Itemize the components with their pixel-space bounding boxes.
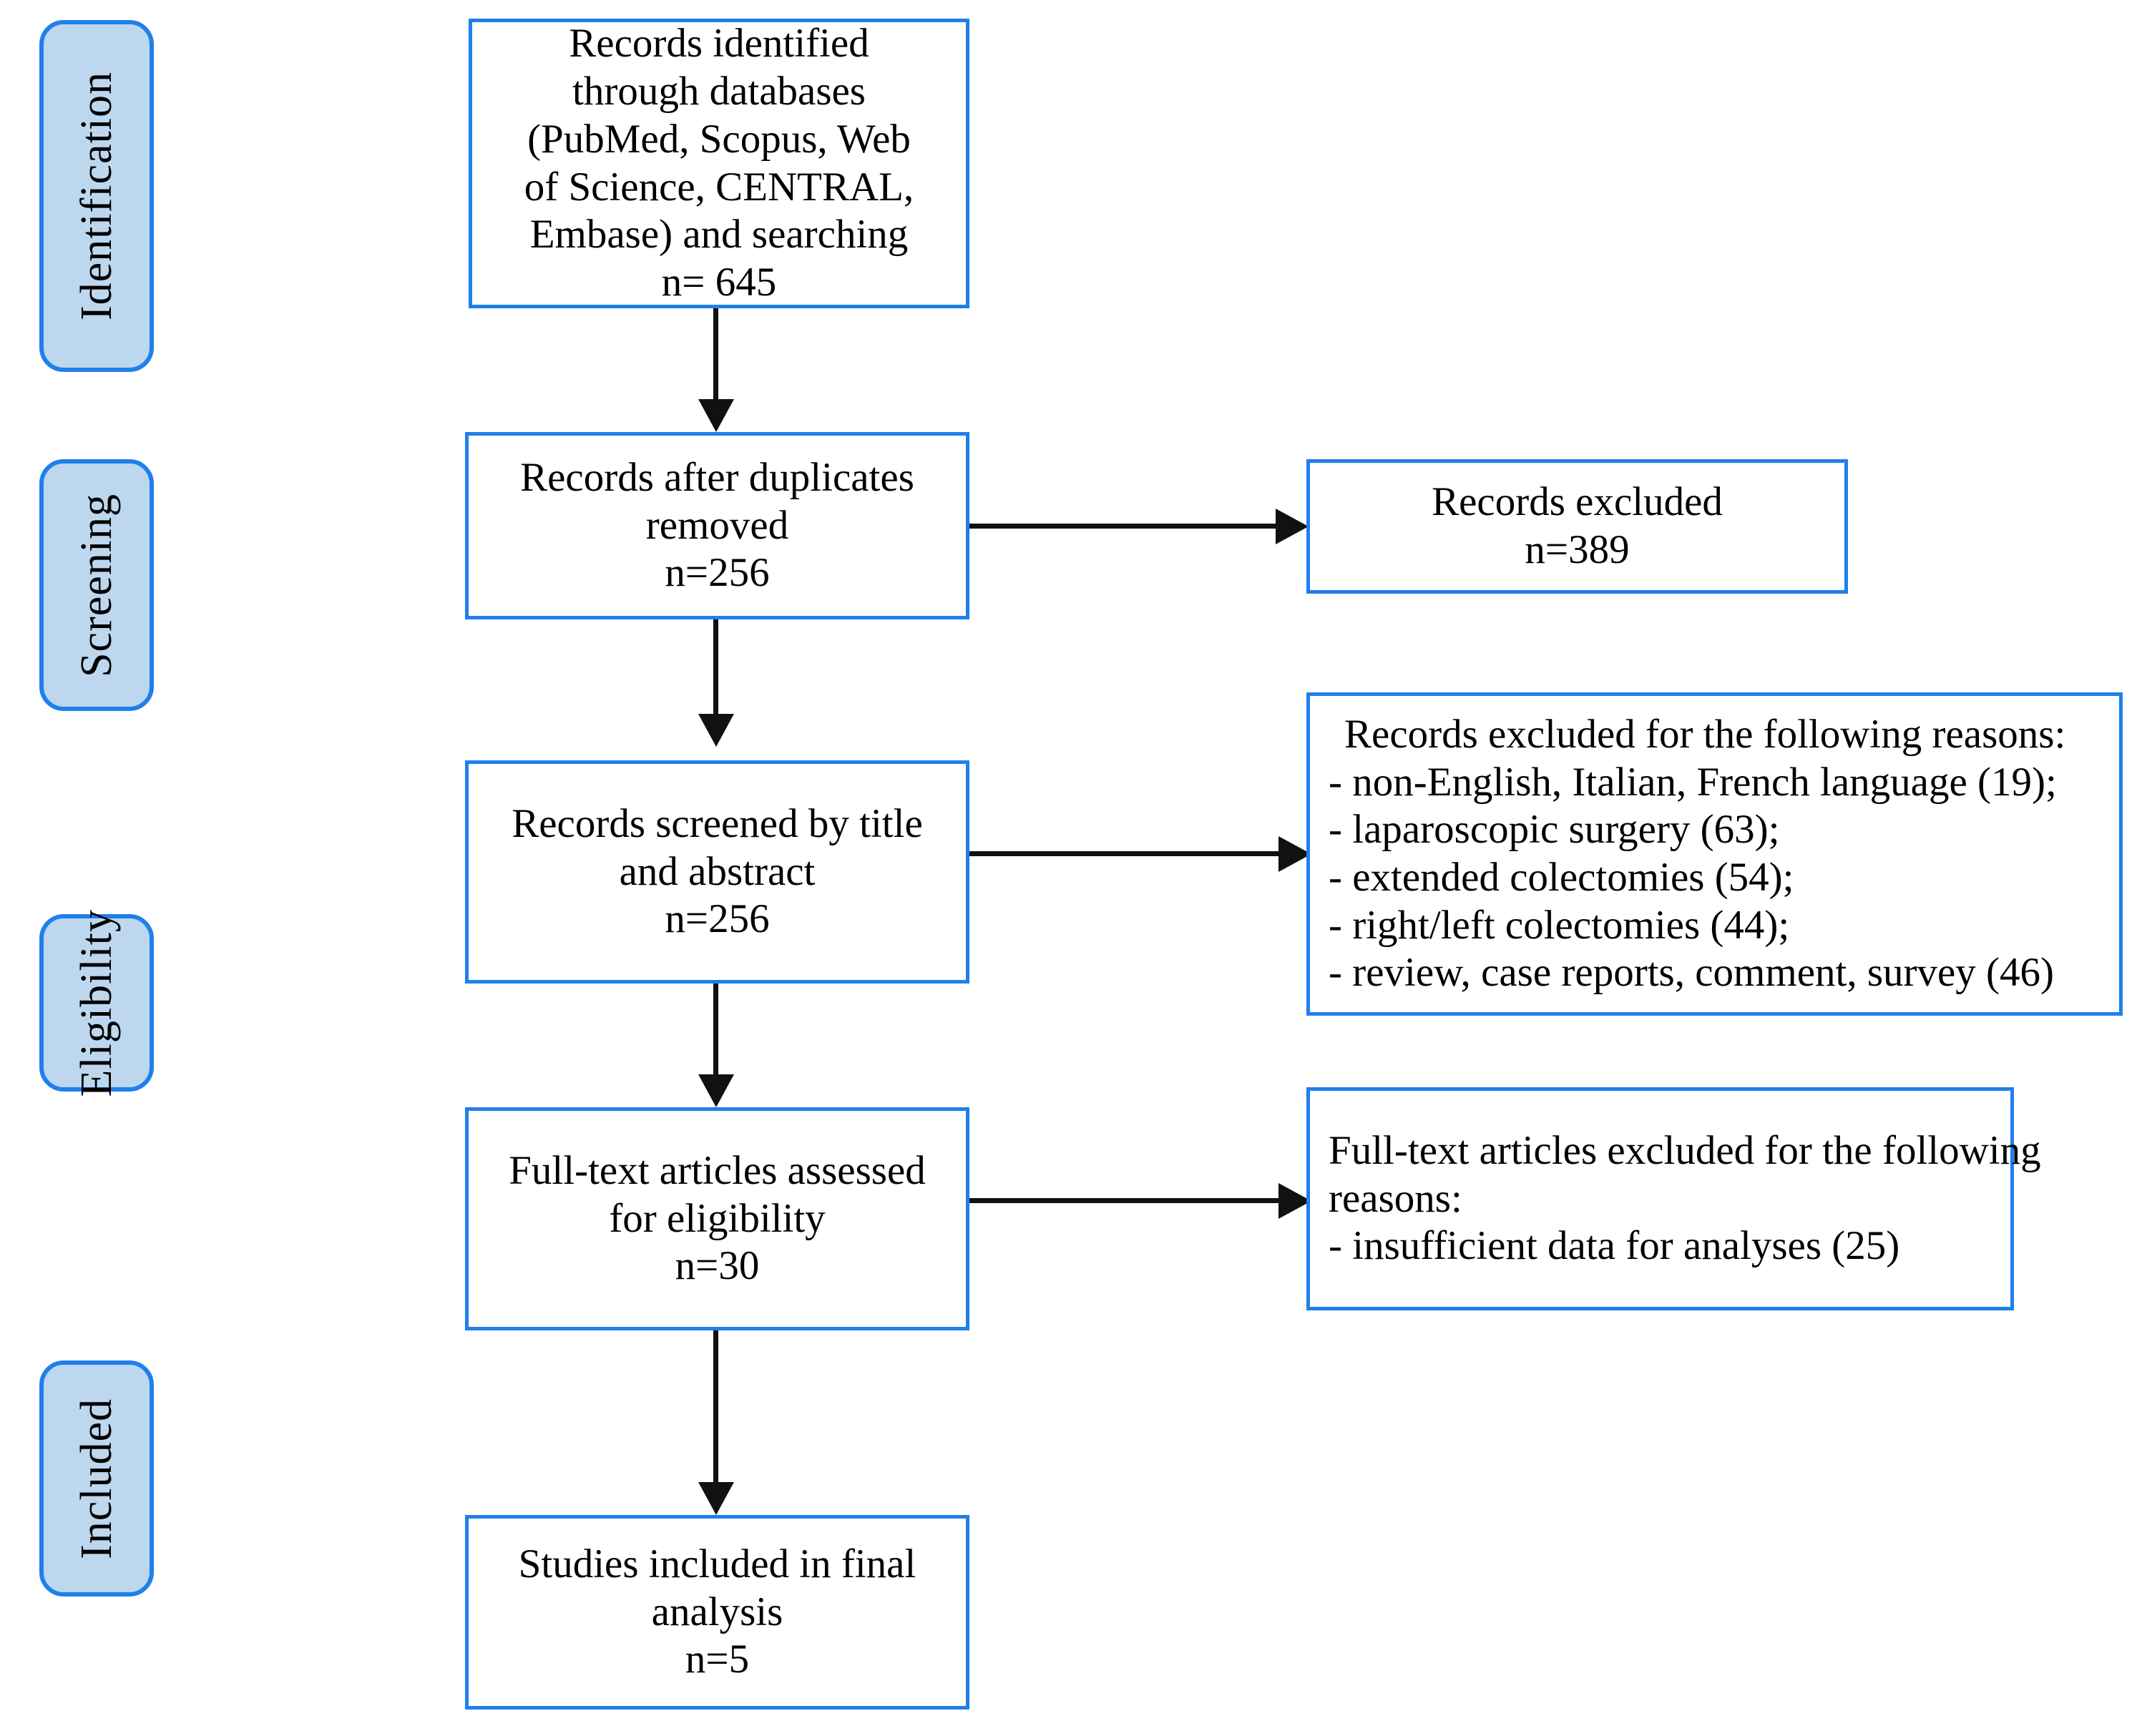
node-records-screened-count: n=256 bbox=[665, 896, 770, 942]
node-fulltext-excluded: Full-text articles excluded for the foll… bbox=[1306, 1087, 2041, 1310]
phase-label-screening: Screening bbox=[39, 459, 154, 711]
node-records-identified-line-2: through databases bbox=[572, 69, 866, 114]
node-records-excluded: Records excluded n=389 bbox=[1306, 459, 1848, 594]
node-records-excluded-reasons-item-5: - review, case reports, comment, survey … bbox=[1329, 950, 2055, 996]
arrowhead-duplicates-to-excluded bbox=[1276, 509, 1309, 544]
node-records-identified-line-5: Embase) and searching bbox=[529, 212, 909, 258]
node-records-excluded-reasons: Records excluded for the following reaso… bbox=[1306, 692, 2123, 1016]
connector-duplicates-to-excluded bbox=[969, 524, 1278, 529]
connector-duplicates-to-screened bbox=[713, 619, 718, 716]
node-records-excluded-line-1: Records excluded bbox=[1432, 479, 1723, 525]
connector-fulltext-to-excluded bbox=[969, 1198, 1281, 1203]
phase-label-identification: Identification bbox=[39, 20, 154, 372]
node-records-identified-count: n= 645 bbox=[661, 259, 777, 305]
node-records-screened-line-2: and abstract bbox=[619, 848, 816, 894]
node-studies-included-line-1: Studies included in final bbox=[518, 1541, 916, 1587]
phase-label-screening-text: Screening bbox=[72, 493, 121, 677]
arrowhead-identified-to-duplicates bbox=[698, 399, 734, 432]
node-records-excluded-reasons-item-1: - non-English, Italian, French language … bbox=[1329, 759, 2057, 805]
node-fulltext-excluded-line-1: Full-text articles excluded for the foll… bbox=[1329, 1127, 2041, 1173]
node-records-identified-line-1: Records identified bbox=[569, 21, 869, 67]
node-fulltext-assessed-count: n=30 bbox=[675, 1243, 760, 1289]
node-records-after-duplicates-line-2: removed bbox=[645, 502, 789, 548]
arrowhead-screened-to-fulltext bbox=[698, 1074, 734, 1107]
phase-label-included-text: Included bbox=[72, 1398, 121, 1559]
node-records-identified-line-3: (PubMed, Scopus, Web bbox=[527, 116, 911, 162]
node-fulltext-excluded-item-1: - insufficient data for analyses (25) bbox=[1329, 1223, 1900, 1269]
node-studies-included-line-2: analysis bbox=[651, 1589, 783, 1634]
phase-label-eligibility: Eligibility bbox=[39, 909, 154, 1097]
connector-screened-to-exclusion-reasons bbox=[969, 851, 1281, 856]
node-records-excluded-count: n=389 bbox=[1525, 527, 1630, 572]
node-fulltext-assessed: Full-text articles assessed for eligibil… bbox=[465, 1107, 969, 1330]
node-records-after-duplicates-line-1: Records after duplicates bbox=[520, 454, 914, 500]
node-records-screened-line-1: Records screened by title bbox=[512, 800, 923, 846]
node-records-after-duplicates-count: n=256 bbox=[665, 550, 770, 596]
phase-label-identification-text: Identification bbox=[72, 72, 121, 320]
connector-screened-to-fulltext bbox=[713, 984, 718, 1077]
arrowhead-fulltext-to-excluded bbox=[1278, 1183, 1311, 1219]
connector-fulltext-to-included bbox=[713, 1330, 718, 1484]
node-fulltext-assessed-line-2: for eligibility bbox=[609, 1195, 826, 1241]
node-records-identified: Records identified through databases (Pu… bbox=[469, 19, 969, 308]
node-records-screened: Records screened by title and abstract n… bbox=[465, 760, 969, 984]
node-fulltext-assessed-line-1: Full-text articles assessed bbox=[509, 1147, 926, 1193]
arrowhead-duplicates-to-screened bbox=[698, 714, 734, 747]
node-records-identified-line-4: of Science, CENTRAL, bbox=[524, 164, 914, 210]
arrowhead-screened-to-exclusion-reasons bbox=[1278, 836, 1311, 872]
node-records-excluded-reasons-item-3: - extended colectomies (54); bbox=[1329, 855, 1794, 900]
node-studies-included-count: n=5 bbox=[685, 1637, 750, 1682]
connector-identified-to-duplicates bbox=[713, 308, 718, 401]
phase-label-included: Included bbox=[39, 1360, 154, 1597]
node-records-excluded-reasons-item-2: - laparoscopic surgery (63); bbox=[1329, 807, 1780, 853]
arrowhead-fulltext-to-included bbox=[698, 1482, 734, 1515]
node-studies-included: Studies included in final analysis n=5 bbox=[465, 1515, 969, 1710]
phase-label-eligibility-text: Eligibility bbox=[72, 908, 121, 1097]
node-records-excluded-reasons-header: Records excluded for the following reaso… bbox=[1344, 711, 2066, 757]
node-records-excluded-reasons-item-4: - right/left colectomies (44); bbox=[1329, 902, 1790, 948]
node-records-after-duplicates: Records after duplicates removed n=256 bbox=[465, 432, 969, 619]
node-fulltext-excluded-line-2: reasons: bbox=[1329, 1175, 1462, 1221]
